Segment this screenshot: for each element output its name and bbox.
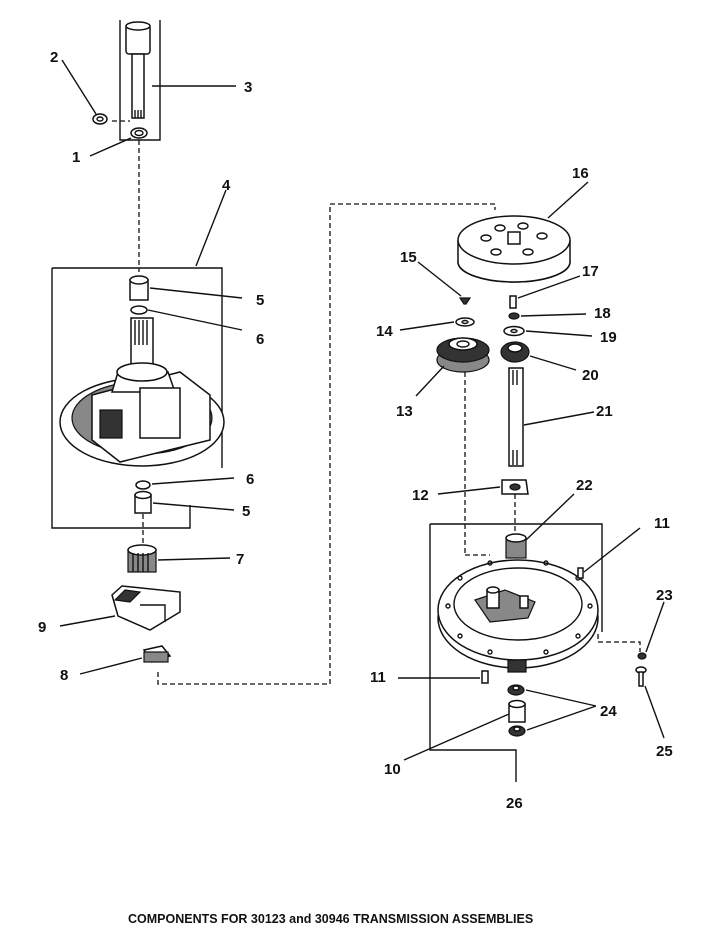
seal-part-24-lower	[508, 725, 526, 737]
shaft-part-3	[125, 21, 151, 119]
callout-5-bottom: 5	[242, 503, 250, 520]
callout-8: 8	[60, 667, 68, 684]
bushing-part-5-bottom	[134, 490, 152, 514]
pulley-part-16	[457, 215, 571, 283]
plate-part-12	[501, 479, 529, 495]
washer-part-2	[92, 113, 108, 125]
seal-part-24-upper	[507, 684, 525, 696]
callout-2: 2	[50, 49, 58, 66]
callout-15: 15	[400, 249, 417, 266]
gear-part-20	[500, 341, 530, 363]
shaft-part-21	[508, 367, 524, 467]
bracket-part-26	[429, 523, 603, 782]
diagram-caption: COMPONENTS FOR 30123 and 30946 TRANSMISS…	[128, 912, 533, 926]
callout-12: 12	[412, 487, 429, 504]
gear-part-13	[436, 337, 490, 373]
washer-part-19	[503, 325, 525, 337]
callout-6-top: 6	[256, 331, 264, 348]
pin-part-11-bottom	[481, 670, 489, 684]
callout-5-top: 5	[256, 292, 264, 309]
callout-24: 24	[600, 703, 617, 720]
callout-14: 14	[376, 323, 393, 340]
callout-20: 20	[582, 367, 599, 384]
pinion-gear-part-7	[127, 544, 157, 573]
washer-part-14	[455, 317, 475, 327]
callout-26: 26	[506, 795, 523, 812]
callout-16: 16	[572, 165, 589, 182]
callout-18: 18	[594, 305, 611, 322]
washer-part-23	[637, 652, 647, 660]
callout-7: 7	[236, 551, 244, 568]
bracket-part-3	[119, 20, 161, 141]
washer-part-1	[130, 127, 148, 139]
pin-part-11-top	[577, 567, 584, 579]
rack-part-9	[111, 585, 181, 631]
callout-1: 1	[72, 149, 80, 166]
callout-9: 9	[38, 619, 46, 636]
screw-part-15	[458, 297, 472, 305]
screw-part-25	[635, 666, 647, 687]
callout-17: 17	[582, 263, 599, 280]
callout-25: 25	[656, 743, 673, 760]
bushing-part-10	[508, 699, 526, 723]
callout-19: 19	[600, 329, 617, 346]
callout-21: 21	[596, 403, 613, 420]
transmission-base-housing	[437, 559, 599, 673]
pin-part-17	[509, 295, 517, 309]
gear-case	[59, 317, 225, 467]
ring-part-6-top	[130, 305, 148, 315]
callout-3: 3	[244, 79, 252, 96]
bushing-part-22	[505, 533, 527, 559]
callout-10: 10	[384, 761, 401, 778]
bushing-part-5-top	[129, 275, 149, 301]
ring-part-18	[508, 312, 520, 320]
callout-11-top: 11	[654, 515, 670, 532]
callout-13: 13	[396, 403, 413, 420]
callout-11-bottom: 11	[370, 669, 386, 686]
callout-23: 23	[656, 587, 673, 604]
ring-part-6-bottom	[135, 480, 151, 490]
leader-lines	[59, 59, 665, 761]
bracket-part-4	[51, 267, 223, 529]
callout-22: 22	[576, 477, 593, 494]
block-part-8	[142, 645, 172, 663]
callout-6-bottom: 6	[246, 471, 254, 488]
callout-4: 4	[222, 177, 231, 194]
